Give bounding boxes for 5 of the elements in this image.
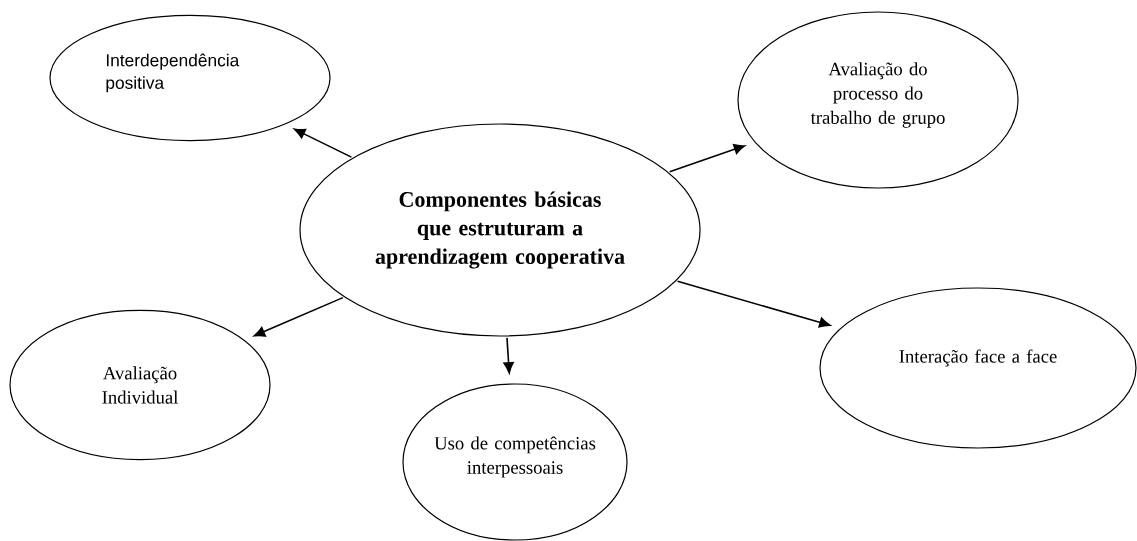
arrow: [293, 128, 353, 158]
arrow: [668, 144, 746, 173]
arrow: [503, 337, 514, 374]
arrow: [676, 280, 831, 328]
arrow: [253, 296, 344, 337]
